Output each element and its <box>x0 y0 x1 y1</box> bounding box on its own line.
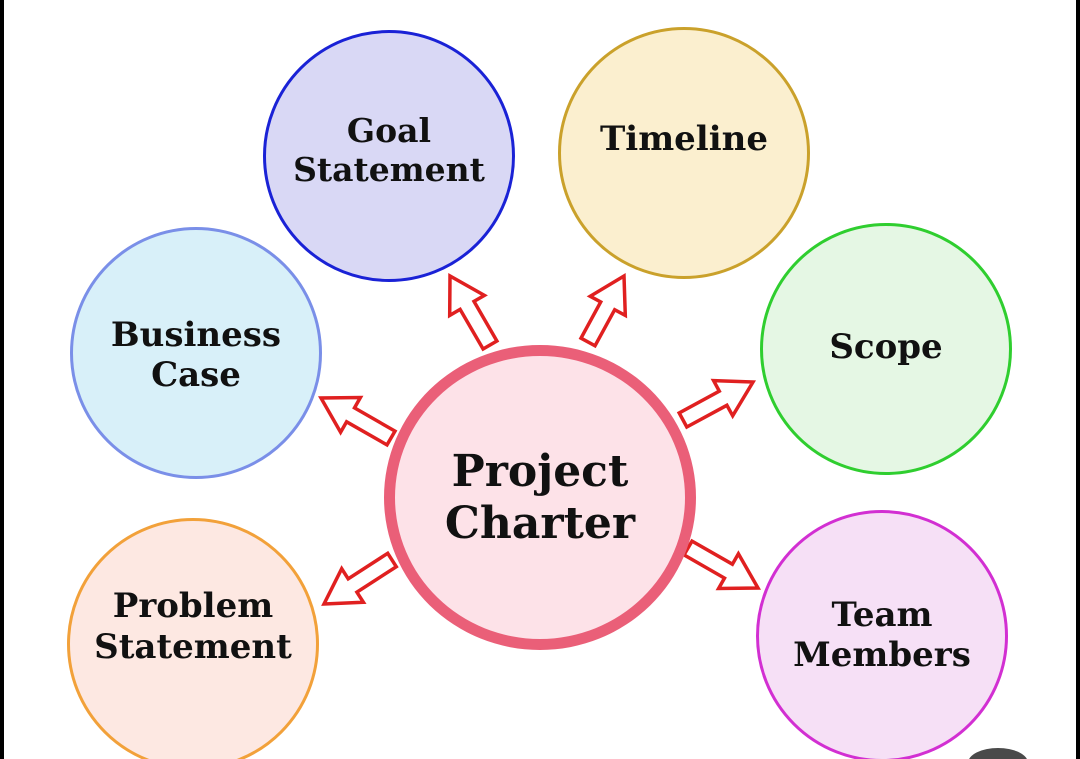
project-charter-label-2: Charter <box>444 497 636 549</box>
left-border <box>0 0 4 759</box>
right-border <box>1076 0 1080 759</box>
goal-statement-label-1: Goal <box>346 111 432 151</box>
arrow-to-team-members <box>681 538 761 591</box>
problem-statement-label-1: Problem <box>112 586 274 627</box>
arrow-to-business-case <box>318 395 398 448</box>
scope-node: Scope <box>760 223 1012 475</box>
problem-statement-node: Problem Statement <box>67 518 319 759</box>
business-case-label-1: Business <box>110 314 282 355</box>
arrow-to-goal-statement <box>447 273 500 352</box>
business-case-label-2: Case <box>151 355 241 395</box>
corner-circle-decoration <box>968 748 1028 759</box>
business-case-node: Business Case <box>70 227 322 479</box>
goal-statement-node: Goal Statement <box>263 30 515 282</box>
team-members-label-2: Members <box>793 635 971 675</box>
arrow-to-timeline <box>578 272 628 349</box>
arrow-to-scope <box>676 378 757 430</box>
scope-label: Scope <box>829 326 943 367</box>
team-members-node: Team Members <box>756 510 1008 759</box>
project-charter-node: Project Charter <box>384 345 696 650</box>
goal-statement-label-2: Statement <box>293 150 485 189</box>
arrow-to-problem-statement <box>321 550 399 606</box>
timeline-label: Timeline <box>599 118 768 159</box>
project-charter-label-1: Project <box>451 445 629 497</box>
team-members-label-1: Team <box>831 594 933 635</box>
problem-statement-label-2: Statement <box>94 626 292 667</box>
timeline-node: Timeline <box>558 27 810 279</box>
